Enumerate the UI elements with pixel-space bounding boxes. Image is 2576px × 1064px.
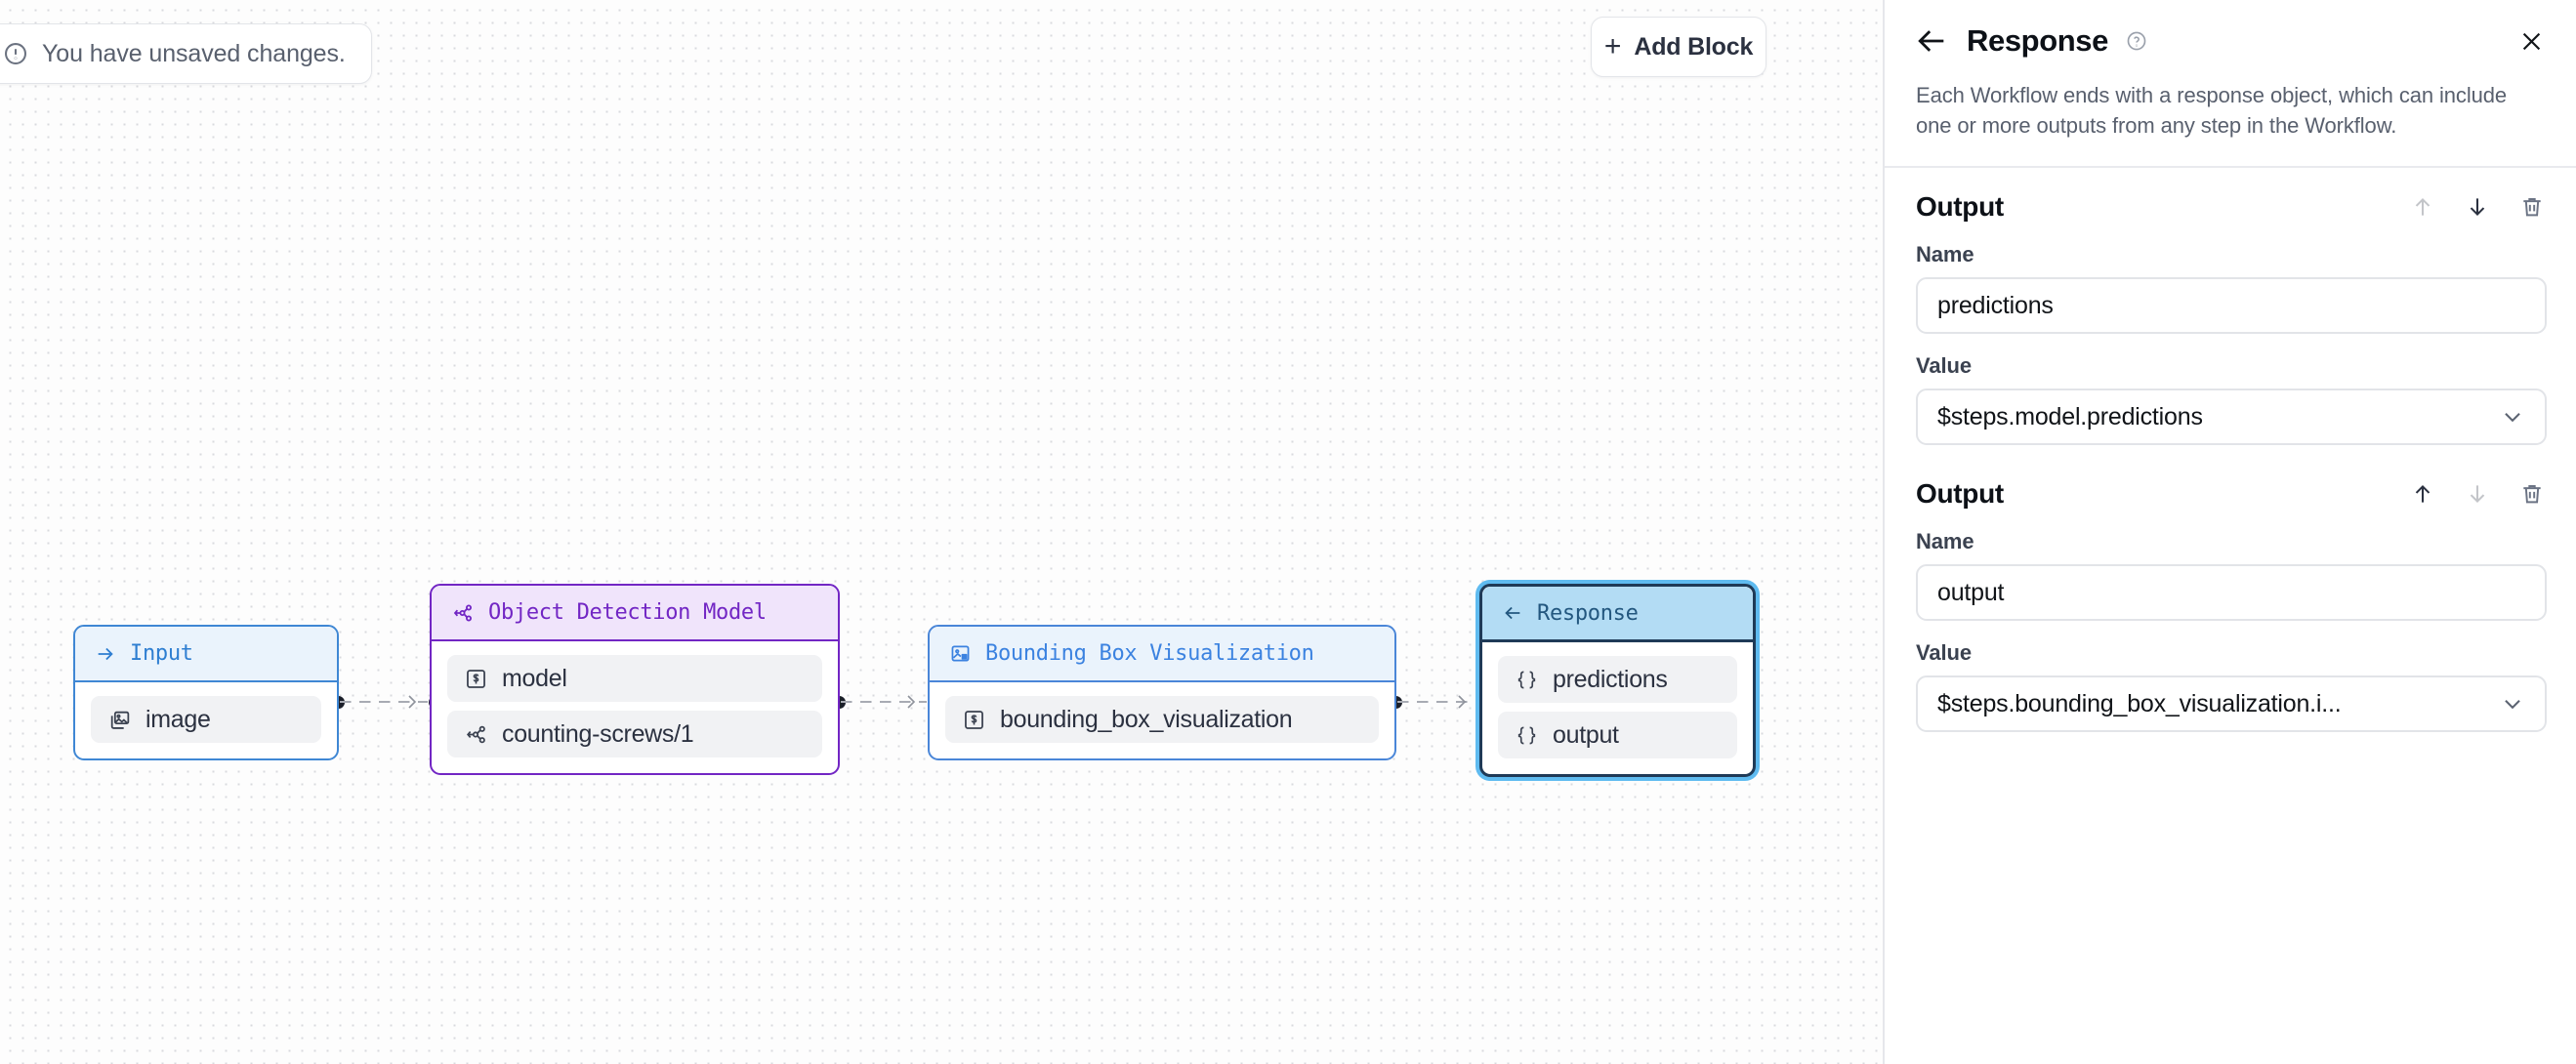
move-up-button[interactable] bbox=[2410, 481, 2435, 507]
question-circle-icon[interactable] bbox=[2126, 30, 2147, 52]
image-frame-icon bbox=[951, 645, 970, 662]
arrow-head-icon bbox=[907, 695, 916, 709]
node-input-item-image[interactable]: image bbox=[91, 696, 321, 743]
node-model-item-label: model bbox=[502, 664, 567, 692]
node-bbox-item[interactable]: bounding_box_visualization bbox=[945, 696, 1379, 743]
panel-description: Each Workflow ends with a response objec… bbox=[1916, 83, 2508, 139]
variable-box-icon bbox=[965, 710, 983, 729]
name-input[interactable]: output bbox=[1916, 564, 2547, 622]
node-response-item-label: predictions bbox=[1553, 665, 1668, 693]
node-response-title: Response bbox=[1537, 600, 1639, 626]
delete-button[interactable] bbox=[2519, 194, 2545, 220]
value-label: Value bbox=[1916, 353, 1972, 379]
node-response-body: predictions output bbox=[1482, 642, 1753, 774]
edge-bbox-to-response bbox=[1390, 695, 1492, 709]
edge-input-to-model bbox=[332, 695, 441, 709]
add-block-button[interactable]: + Add Block bbox=[1591, 17, 1766, 77]
node-response[interactable]: Response predictions output bbox=[1479, 584, 1756, 777]
node-model-version-label: counting-screws/1 bbox=[502, 719, 694, 748]
braces-icon bbox=[1517, 671, 1536, 688]
output-section-2: Output Name output Value $steps.bounding… bbox=[1885, 445, 2576, 733]
node-bbox-item-label: bounding_box_visualization bbox=[1000, 705, 1293, 733]
node-input-title: Input bbox=[130, 641, 193, 666]
plus-icon: + bbox=[1603, 30, 1622, 62]
move-down-button[interactable] bbox=[2465, 194, 2490, 220]
panel-title-row: Response bbox=[1916, 23, 2545, 59]
output-heading: Output bbox=[1916, 478, 2004, 510]
node-object-detection-model[interactable]: Object Detection Model model counting-sc… bbox=[430, 584, 840, 775]
node-model-header[interactable]: Object Detection Model bbox=[432, 586, 838, 641]
panel-header: Response Each Workflow ends with a respo… bbox=[1885, 0, 2576, 141]
node-response-item-predictions[interactable]: predictions bbox=[1498, 656, 1737, 703]
images-icon bbox=[110, 711, 130, 729]
node-input-body: image bbox=[75, 682, 337, 758]
panel-divider bbox=[1885, 166, 2576, 169]
node-response-item-output[interactable]: output bbox=[1498, 712, 1737, 758]
add-block-label: Add Block bbox=[1634, 32, 1754, 61]
node-model-body: model counting-screws/1 bbox=[432, 641, 838, 773]
node-model-item-version[interactable]: counting-screws/1 bbox=[447, 711, 822, 757]
output-actions-2 bbox=[2410, 481, 2545, 507]
name-label: Name bbox=[1916, 242, 1974, 267]
value-select[interactable]: $steps.model.predictions bbox=[1916, 389, 2547, 446]
edge-model-to-bbox bbox=[833, 695, 940, 709]
output-header-1: Output bbox=[1916, 191, 2545, 223]
name-label: Name bbox=[1916, 529, 1974, 554]
arrow-right-icon bbox=[98, 647, 113, 660]
value-select[interactable]: $steps.bounding_box_visualization.i... bbox=[1916, 675, 2547, 733]
edge-dash bbox=[841, 701, 927, 703]
node-input-item-label: image bbox=[145, 705, 211, 733]
name-input[interactable]: predictions bbox=[1916, 277, 2547, 335]
braces-icon bbox=[1517, 726, 1536, 744]
node-model-title: Object Detection Model bbox=[488, 600, 767, 625]
unsaved-changes-text: You have unsaved changes. bbox=[42, 39, 346, 67]
node-response-output-label: output bbox=[1553, 720, 1619, 749]
node-bbox-body: bounding_box_visualization bbox=[930, 682, 1394, 758]
workflow-canvas[interactable]: You have unsaved changes. + Add Block In… bbox=[0, 0, 1883, 1064]
value-label: Value bbox=[1916, 640, 1972, 666]
value-select-text: $steps.model.predictions bbox=[1937, 402, 2203, 430]
node-input[interactable]: Input image bbox=[73, 625, 339, 760]
node-input-header[interactable]: Input bbox=[75, 627, 337, 682]
node-response-header[interactable]: Response bbox=[1482, 587, 1753, 642]
unsaved-changes-banner: You have unsaved changes. bbox=[0, 23, 372, 84]
close-icon[interactable] bbox=[2518, 28, 2545, 55]
back-arrow-icon[interactable] bbox=[1916, 24, 1949, 58]
info-circle-icon bbox=[5, 43, 26, 64]
move-up-button[interactable] bbox=[2410, 194, 2435, 220]
output-section-1: Output Name predictions Value $steps.mod… bbox=[1885, 168, 2576, 446]
response-side-panel: Response Each Workflow ends with a respo… bbox=[1883, 0, 2576, 1064]
variable-box-icon bbox=[467, 669, 485, 688]
value-select-text: $steps.bounding_box_visualization.i... bbox=[1937, 689, 2342, 717]
output-heading: Output bbox=[1916, 191, 2004, 223]
model-graph-icon bbox=[467, 725, 485, 743]
arrow-left-icon bbox=[1505, 606, 1520, 620]
output-actions-1 bbox=[2410, 194, 2545, 220]
output-header-2: Output bbox=[1916, 478, 2545, 510]
delete-button[interactable] bbox=[2519, 481, 2545, 507]
model-graph-icon bbox=[453, 604, 472, 621]
chevron-down-icon bbox=[2505, 700, 2520, 710]
node-bounding-box-visualization[interactable]: Bounding Box Visualization bounding_box_… bbox=[928, 625, 1396, 760]
node-bbox-header[interactable]: Bounding Box Visualization bbox=[930, 627, 1394, 682]
arrow-head-icon bbox=[1458, 695, 1467, 709]
node-bbox-title: Bounding Box Visualization bbox=[985, 641, 1314, 666]
edge-dash bbox=[340, 701, 428, 703]
page-title: Response bbox=[1967, 23, 2108, 58]
edge-dash bbox=[1397, 701, 1478, 703]
arrow-head-icon bbox=[408, 695, 417, 709]
chevron-down-icon bbox=[2505, 413, 2520, 423]
node-model-item-model[interactable]: model bbox=[447, 655, 822, 702]
move-down-button[interactable] bbox=[2465, 481, 2490, 507]
